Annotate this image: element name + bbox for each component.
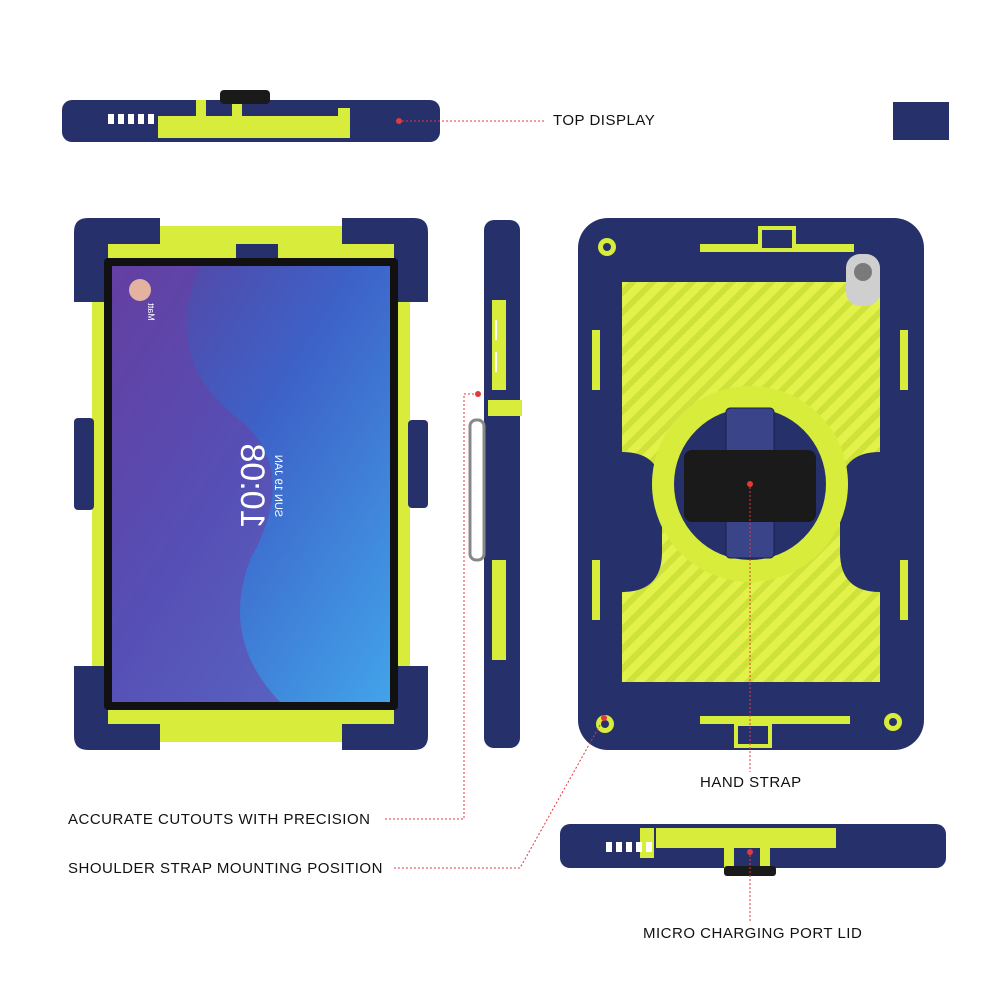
color-swatch	[893, 102, 949, 140]
label-micro-charging: MICRO CHARGING PORT LID	[643, 925, 863, 942]
back-view	[578, 218, 924, 772]
screen-user: Matt	[146, 303, 156, 321]
screen-clock: 10:08	[233, 443, 271, 528]
label-hand-strap: HAND STRAP	[700, 774, 802, 791]
screen-date: SUN 19 JAN	[272, 455, 284, 517]
label-top-display: TOP DISPLAY	[553, 112, 656, 129]
top-edge-view	[62, 90, 546, 142]
front-view	[74, 218, 428, 750]
bottom-edge-view	[560, 824, 946, 922]
side-view	[468, 220, 522, 748]
leader-lines	[384, 393, 605, 869]
label-accurate-cutouts: ACCURATE CUTOUTS WITH PRECISION	[68, 811, 371, 828]
label-shoulder-strap: SHOULDER STRAP MOUNTING POSITION	[68, 860, 383, 877]
